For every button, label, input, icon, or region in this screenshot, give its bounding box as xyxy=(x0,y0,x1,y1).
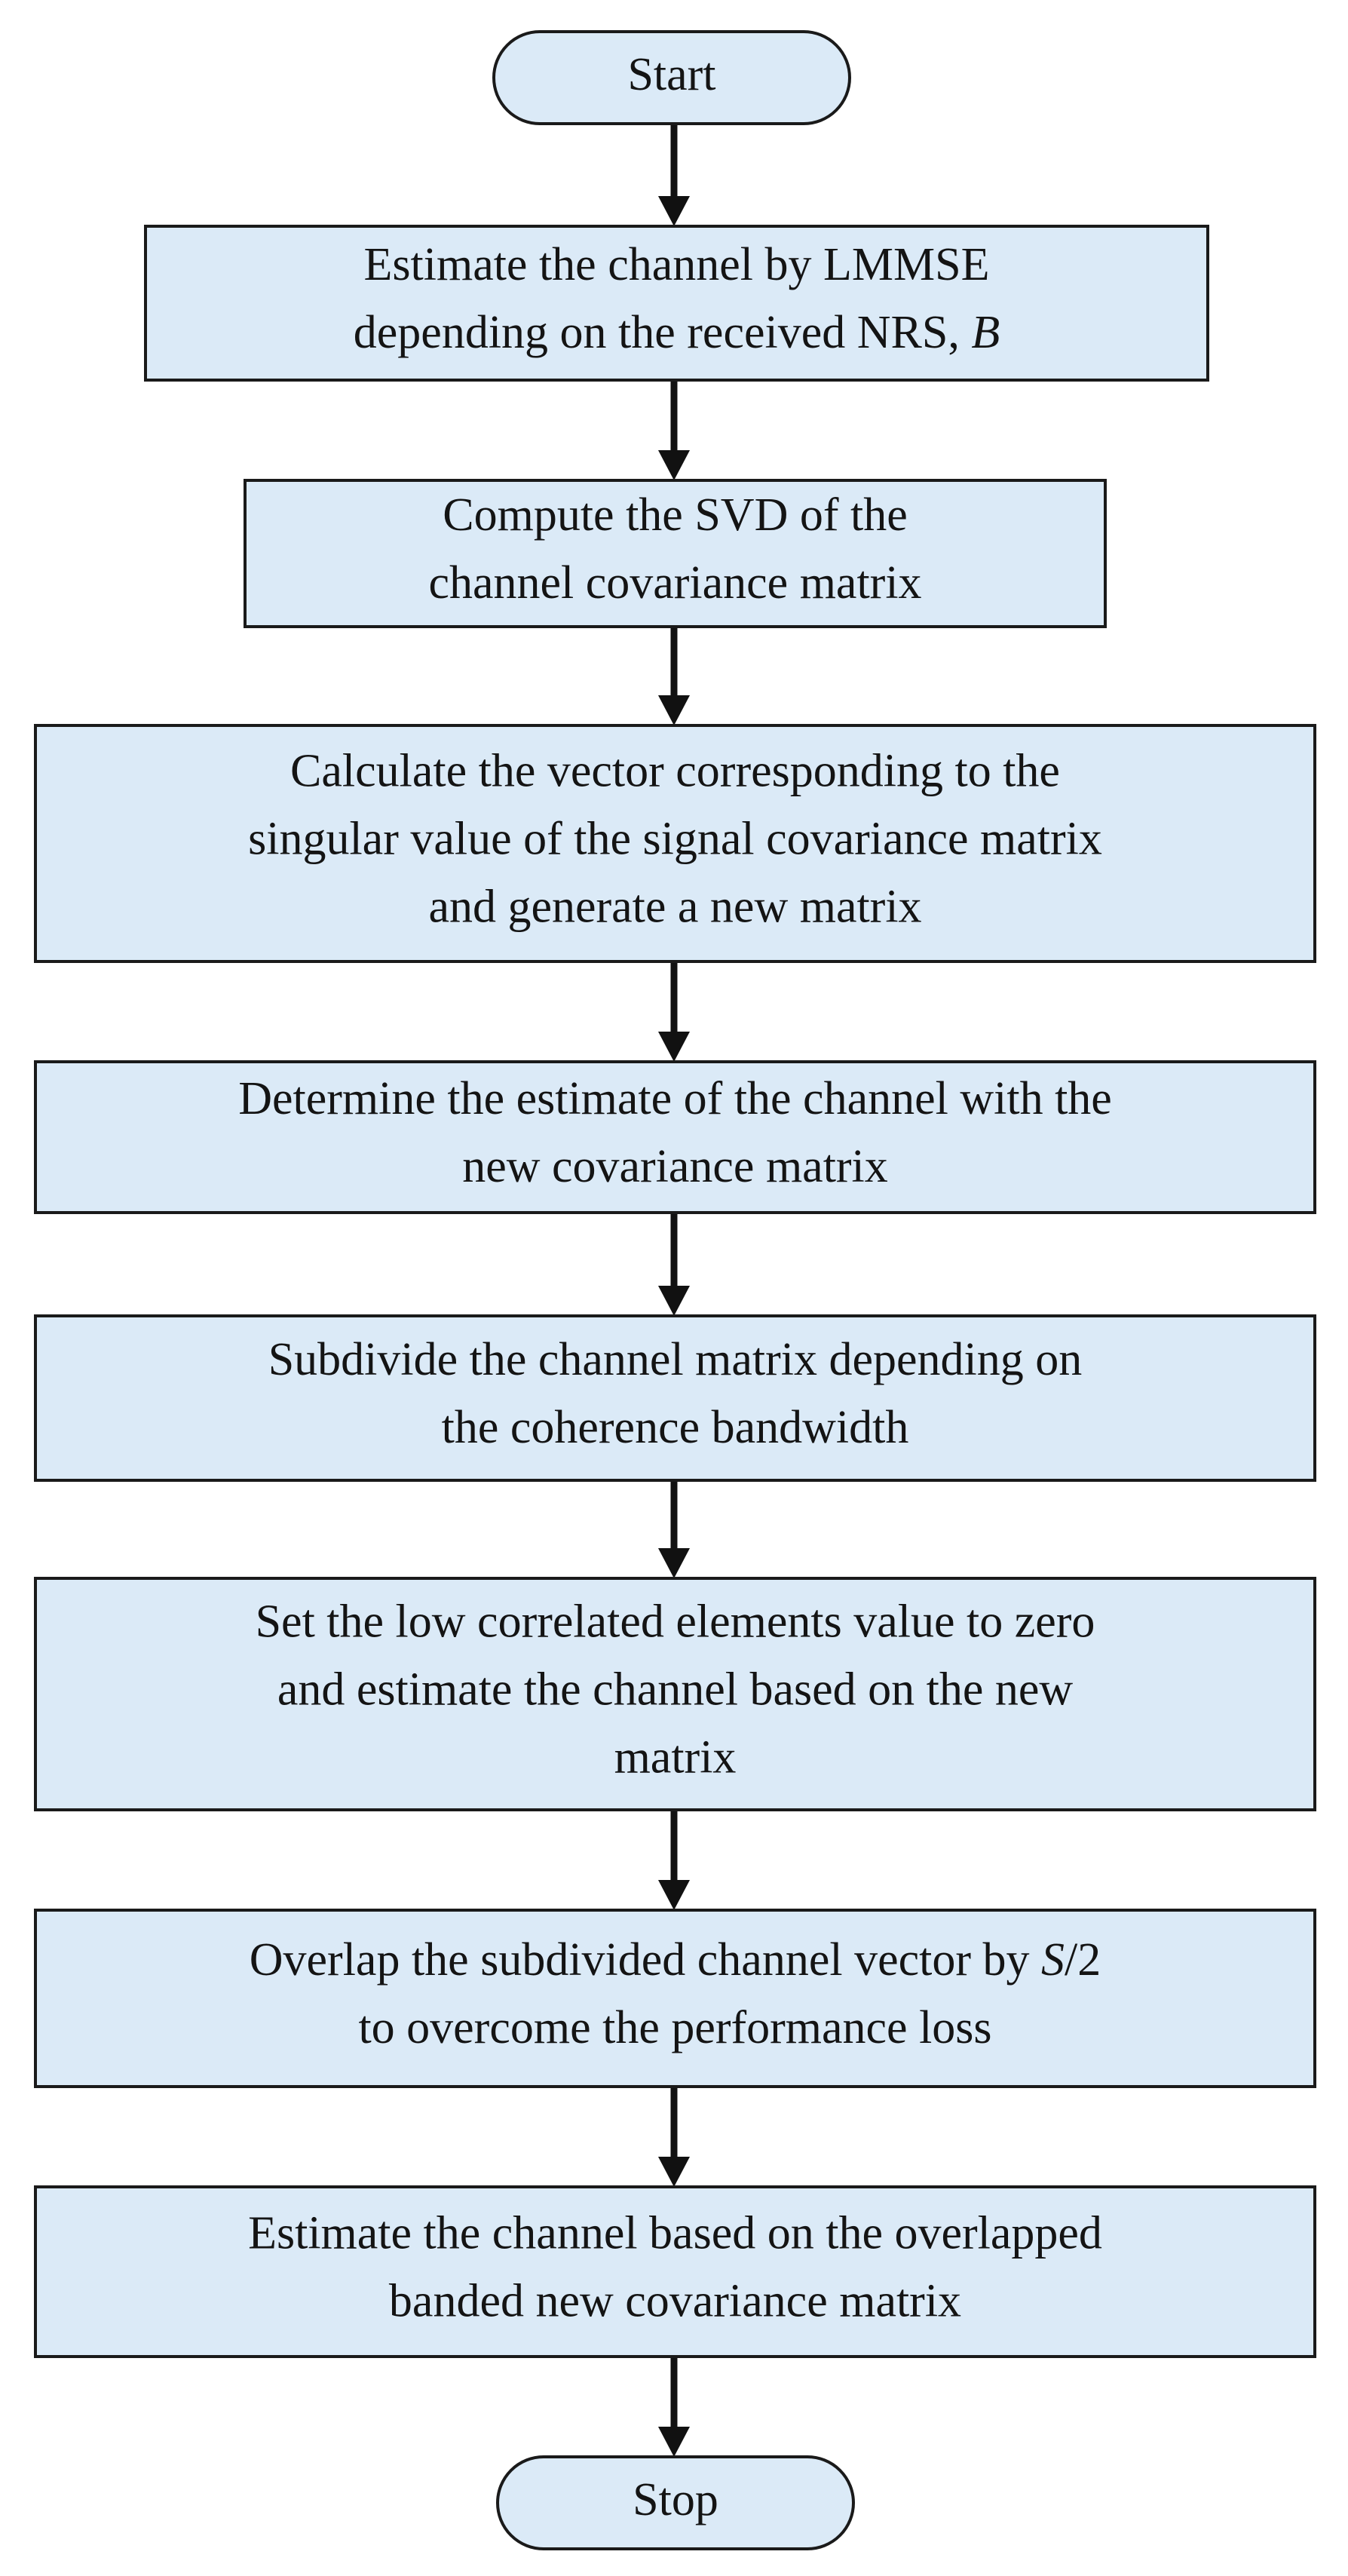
step-vector-line-1-run-1: Calculate the vector corresponding to th… xyxy=(290,746,1060,797)
step-overlap-line-2-run-1: to overcome the performance loss xyxy=(358,2002,991,2053)
step-svd-box xyxy=(244,479,1107,628)
step-banded-box xyxy=(34,2185,1316,2358)
arrow-8 xyxy=(658,2087,690,2187)
arrow-4-head xyxy=(658,1032,690,1062)
flow-arrows xyxy=(658,124,690,2457)
arrow-6-head xyxy=(658,1548,690,1578)
arrow-2-head xyxy=(658,450,690,480)
start-label: Start xyxy=(627,49,715,100)
step-vector-line-2-run-1: singular value of the signal covariance … xyxy=(248,814,1102,865)
step-svd-line-2-run-1: channel covariance matrix xyxy=(428,557,921,609)
step-lmmse-node: Estimate the channel by LMMSE depending o… xyxy=(144,225,1209,382)
arrow-2 xyxy=(658,380,690,480)
step-banded-line-2-run-1: banded new covariance matrix xyxy=(389,2276,961,2327)
arrow-5 xyxy=(658,1213,690,1316)
step-determine-node: Determine the estimate of the channel wi… xyxy=(34,1060,1316,1214)
arrow-7 xyxy=(658,1810,690,1910)
step-banded-line-1-run-1: Estimate the channel based on the overla… xyxy=(248,2208,1102,2259)
step-lmmse-line-2-run-2: B xyxy=(971,307,1000,358)
step-overlap-line-1-run-3: /2 xyxy=(1065,1934,1101,1986)
step-vector-line-2: singular value of the signal covariance … xyxy=(248,814,1102,865)
step-overlap-line-1-run-1: Overlap the subdivided channel vector by xyxy=(250,1934,1041,1986)
arrow-9-head xyxy=(658,2427,690,2457)
arrow-9 xyxy=(658,2357,690,2457)
step-subdivide-line-1: Subdivide the channel matrix depending o… xyxy=(268,1334,1083,1385)
step-overlap-line-2: to overcome the performance loss xyxy=(358,2002,991,2053)
step-subdivide-node: Subdivide the channel matrix depending o… xyxy=(34,1314,1316,1482)
start-terminal-shape xyxy=(492,30,851,125)
step-vector-node: Calculate the vector corresponding to th… xyxy=(34,724,1316,963)
arrow-3 xyxy=(658,627,690,725)
arrow-3-head xyxy=(658,695,690,725)
arrow-6 xyxy=(658,1480,690,1578)
step-overlap-node: Overlap the subdivided channel vector by… xyxy=(34,1909,1316,2088)
step-determine-box xyxy=(34,1060,1316,1214)
arrow-1-head xyxy=(658,196,690,226)
step-determine-line-2: new covariance matrix xyxy=(462,1141,888,1192)
step-banded-line-2: banded new covariance matrix xyxy=(389,2276,961,2327)
step-overlap-line-1: Overlap the subdivided channel vector by… xyxy=(250,1934,1101,1986)
step-zero-line-2-run-1: and estimate the channel based on the ne… xyxy=(277,1664,1074,1716)
step-svd-line-2: channel covariance matrix xyxy=(428,557,921,609)
step-vector-box xyxy=(34,724,1316,963)
step-zero-line-1: Set the low correlated elements value to… xyxy=(256,1596,1095,1648)
step-determine-line-2-run-1: new covariance matrix xyxy=(462,1141,888,1192)
step-lmmse-line-1: Estimate the channel by LMMSE xyxy=(364,239,990,290)
step-subdivide-line-1-run-1: Subdivide the channel matrix depending o… xyxy=(268,1334,1083,1385)
arrow-4 xyxy=(658,961,690,1062)
step-lmmse-line-1-run-1: Estimate the channel by LMMSE xyxy=(364,239,990,290)
step-lmmse-box xyxy=(144,225,1209,382)
stop-label: Stop xyxy=(633,2474,718,2525)
step-zero-line-2: and estimate the channel based on the ne… xyxy=(277,1664,1074,1716)
step-banded-node: Estimate the channel based on the overla… xyxy=(34,2185,1316,2358)
step-svd-node: Compute the SVD of the channel covariance… xyxy=(244,479,1107,628)
arrow-8-head xyxy=(658,2157,690,2187)
step-svd-line-1-run-1: Compute the SVD of the xyxy=(443,489,908,541)
step-vector-line-1: Calculate the vector corresponding to th… xyxy=(290,746,1060,797)
step-lmmse-line-2: depending on the received NRS, B xyxy=(354,307,1000,358)
step-zero-line-3: matrix xyxy=(614,1732,737,1783)
step-zero-line-1-run-1: Set the low correlated elements value to… xyxy=(256,1596,1095,1648)
step-zero-node: Set the low correlated elements value to… xyxy=(34,1577,1316,1811)
step-subdivide-box xyxy=(34,1314,1316,1482)
step-overlap-line-1-run-2: S xyxy=(1041,1934,1065,1986)
step-zero-box xyxy=(34,1577,1316,1811)
step-vector-line-3-run-1: and generate a new matrix xyxy=(428,882,921,933)
step-determine-line-1: Determine the estimate of the channel wi… xyxy=(238,1073,1112,1124)
step-subdivide-line-2-run-1: the coherence bandwidth xyxy=(442,1402,909,1453)
arrow-7-head xyxy=(658,1880,690,1910)
step-overlap-box xyxy=(34,1909,1316,2088)
start-node: Start xyxy=(492,30,851,125)
step-zero-line-3-run-1: matrix xyxy=(614,1732,737,1783)
step-determine-line-1-run-1: Determine the estimate of the channel wi… xyxy=(238,1073,1112,1124)
step-vector-line-3: and generate a new matrix xyxy=(428,882,921,933)
step-lmmse-line-2-run-1: depending on the received NRS, xyxy=(354,307,972,358)
step-subdivide-line-2: the coherence bandwidth xyxy=(442,1402,909,1453)
step-svd-line-1: Compute the SVD of the xyxy=(443,489,908,541)
arrow-1 xyxy=(658,124,690,226)
arrow-5-head xyxy=(658,1286,690,1316)
step-banded-line-1: Estimate the channel based on the overla… xyxy=(248,2208,1102,2259)
stop-terminal-shape xyxy=(496,2455,855,2550)
stop-node: Stop xyxy=(496,2455,855,2550)
